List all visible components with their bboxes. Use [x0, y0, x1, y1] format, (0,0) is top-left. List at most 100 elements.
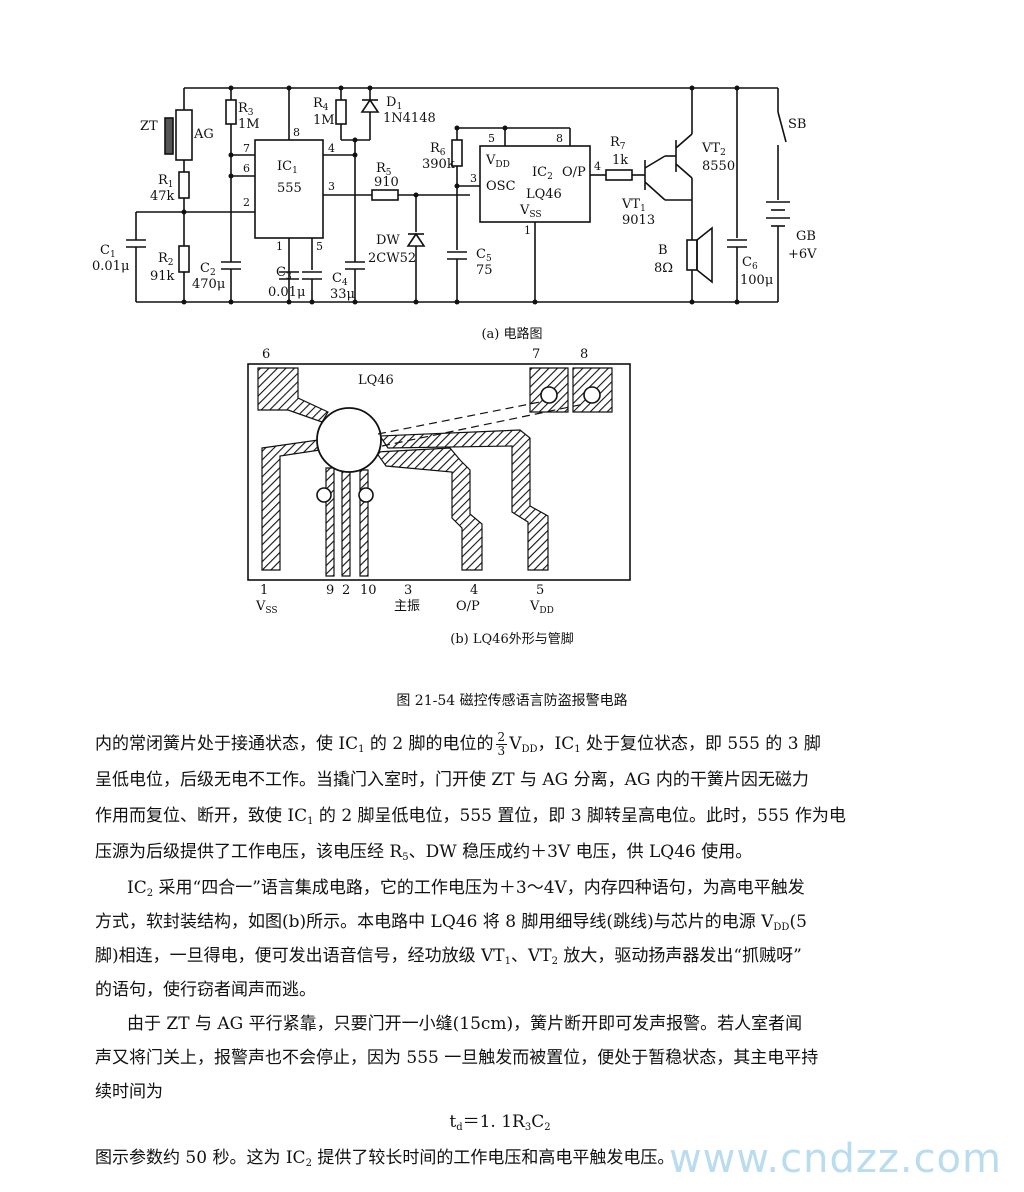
- package-pin-3-name: 主振: [394, 599, 420, 614]
- schematic-wires: [126, 87, 790, 303]
- label-r4-value: 1M: [313, 113, 335, 128]
- label-r2: R2: [158, 251, 174, 268]
- svg-text:6: 6: [243, 162, 250, 175]
- figure-caption: 图 21-54 磁控传感语言防盗报警电路: [396, 693, 628, 709]
- svg-text:1: 1: [524, 224, 531, 237]
- label-r3-value: 1M: [238, 117, 260, 132]
- lq46-package-diagram: LQ46 6 7 8 1 VSS 9 2 10 3 主振 4 O/P 5 VDD: [247, 347, 631, 616]
- package-pin-5-name: VDD: [529, 599, 554, 616]
- label-c6: C6: [742, 255, 758, 272]
- package-pin-6: 6: [262, 347, 270, 362]
- package-pin-10: 10: [360, 583, 377, 598]
- label-r6-value: 390k: [422, 157, 455, 172]
- paragraph-1-line-3: 作用而复位、断开，致使 IC1 的 2 脚呈低电位，555 置位，即 3 脚转呈…: [95, 806, 846, 827]
- paragraph-2-line-3: 脚)相连，一旦得电，便可发出语音信号，经功放级 VT1、VT2 放大，驱动扬声器…: [95, 946, 802, 967]
- label-ic2: IC2: [532, 165, 553, 182]
- junction-dots: [181, 85, 740, 305]
- formula: td＝1. 1R3C2: [449, 1112, 551, 1133]
- label-osc: OSC: [486, 179, 516, 194]
- package-pin-9: 9: [326, 583, 334, 598]
- package-pin-7: 7: [532, 347, 540, 362]
- label-ic2-type: LQ46: [526, 187, 562, 202]
- lq46-chip-blob: [316, 407, 382, 473]
- package-pin-8: 8: [580, 347, 588, 362]
- label-c5: C5: [476, 247, 492, 264]
- label-vt1: VT1: [621, 197, 646, 214]
- svg-text:3: 3: [328, 180, 335, 193]
- label-r5: R5: [376, 161, 392, 178]
- label-c2: C2: [200, 261, 216, 278]
- label-vt2: VT2: [701, 141, 726, 158]
- label-b-value: 8Ω: [654, 261, 673, 276]
- label-dw: DW: [376, 233, 400, 248]
- label-r3: R3: [238, 101, 254, 118]
- label-gb-value: +6V: [788, 247, 817, 262]
- paragraph-4-line-1: 图示参数约 50 秒。这为 IC2 提供了较长时间的工作电压和高电平触发电压。: [95, 1148, 675, 1169]
- paragraph-2-line-2: 方式，软封装结构，如图(b)所示。本电路中 LQ46 将 8 脚用细导线(跳线)…: [95, 912, 807, 933]
- paragraph-1-line-4: 压源为后级提供了工作电压，该电压经 R5、DW 稳压成约＋3V 电压，供 LQ4…: [95, 842, 753, 863]
- label-r7: R7: [610, 135, 626, 152]
- pcb-pads: [316, 386, 601, 503]
- label-r1-value: 47k: [150, 189, 175, 204]
- label-c3-value: 0.01μ: [268, 285, 305, 300]
- label-r6: R6: [430, 141, 446, 158]
- label-op: O/P: [562, 165, 586, 180]
- component-labels: ZT AG R3 1M R4 1M D1 1N4148 R1 47k R2 91…: [92, 95, 817, 302]
- circuit-schematic: ZT AG R3 1M R4 1M D1 1N4148 R1 47k R2 91…: [92, 85, 817, 305]
- caption-a: (a) 电路图: [481, 327, 543, 342]
- label-c4-value: 33μ: [330, 287, 355, 302]
- label-vdd: VDD: [485, 153, 510, 170]
- paragraph-3-line-1: 由于 ZT 与 AG 平行紧靠，只要门开一小缝(15cm)，簧片断开即可发声报警…: [127, 1014, 803, 1034]
- pcb-outline: [247, 363, 631, 581]
- package-chip-label: LQ46: [358, 373, 394, 388]
- paragraph-3-line-3: 续时间为: [95, 1082, 163, 1102]
- svg-text:5: 5: [316, 240, 323, 253]
- caption-b: (b) LQ46外形与管脚: [450, 632, 574, 647]
- label-gb: GB: [796, 229, 816, 244]
- svg-text:3: 3: [470, 172, 477, 185]
- paragraph-1-line-2: 呈低电位，后级无电不工作。当撬门入室时，门开使 ZT 与 AG 分离，AG 内的…: [95, 770, 809, 790]
- label-c1-value: 0.01μ: [92, 259, 129, 274]
- label-ic1: IC1: [277, 159, 298, 176]
- svg-text:1: 1: [276, 240, 283, 253]
- package-pin-2: 2: [342, 583, 350, 598]
- label-zt: ZT: [140, 119, 158, 134]
- svg-text:8: 8: [556, 132, 563, 145]
- watermark: www.cndzz.com: [668, 1136, 1002, 1182]
- label-vss: VSS: [519, 203, 542, 220]
- label-r2-value: 91k: [150, 269, 175, 284]
- label-r5-value: 910: [374, 175, 399, 190]
- label-vt2-value: 8550: [702, 159, 735, 174]
- svg-text:4: 4: [328, 142, 335, 155]
- label-d1-value: 1N4148: [383, 111, 436, 126]
- label-c4: C4: [332, 271, 348, 288]
- package-pin-1: 1: [260, 583, 268, 598]
- svg-text:4: 4: [594, 160, 601, 173]
- package-pin-4-name: O/P: [456, 599, 480, 614]
- label-r7-value: 1k: [612, 153, 628, 168]
- label-c5-value: 75: [476, 263, 493, 278]
- label-dw-value: 2CW52: [368, 251, 416, 266]
- package-pin-3: 3: [404, 583, 412, 598]
- package-pin-5: 5: [536, 583, 544, 598]
- label-ic1-type: 555: [277, 181, 302, 196]
- svg-text:7: 7: [243, 142, 250, 155]
- svg-text:8: 8: [293, 126, 300, 139]
- label-sb: SB: [788, 117, 806, 132]
- paragraph-3-line-2: 声又将门关上，报警声也不会停止，因为 555 一旦触发而被置位，便处于暂稳状态，…: [95, 1048, 819, 1068]
- svg-text:2: 2: [243, 196, 250, 209]
- label-c2-value: 470μ: [192, 277, 225, 292]
- paragraph-2-line-1: IC2 采用“四合一”语言集成电路，它的工作电压为＋3～4V，内存四种语句，为高…: [127, 878, 805, 899]
- label-r1: R1: [158, 173, 174, 190]
- package-pin-4: 4: [470, 583, 478, 598]
- label-c3: C3: [276, 265, 292, 282]
- label-c1: C1: [100, 243, 116, 260]
- label-ag: AG: [193, 127, 214, 142]
- package-pin-1-name: VSS: [255, 599, 278, 616]
- label-d1: D1: [386, 95, 402, 112]
- label-vt1-value: 9013: [622, 213, 655, 228]
- pcb-traces: [257, 367, 613, 577]
- jumper-lines: [377, 401, 585, 447]
